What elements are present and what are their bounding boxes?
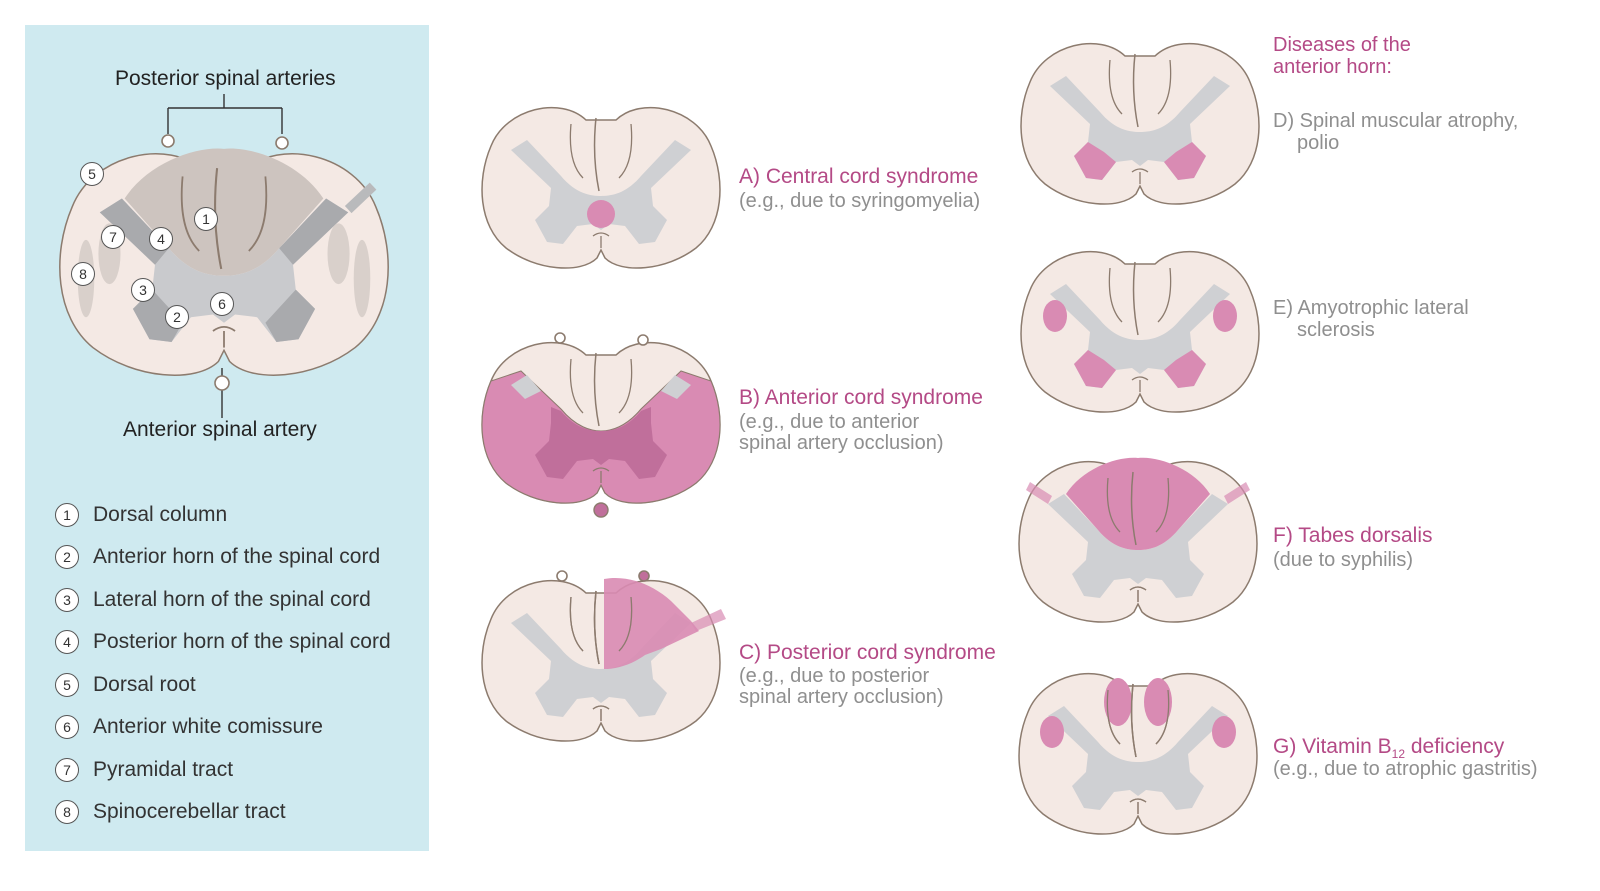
- legend-item: 2 Anterior horn of the spinal cord: [55, 542, 380, 572]
- c-posterior-artery-left: [556, 570, 568, 582]
- syndrome-b-cause-line1: (e.g., due to anterior: [739, 411, 920, 433]
- syndrome-b-cause-line2: spinal artery occlusion): [739, 432, 944, 454]
- cord-g-b12: [1019, 674, 1257, 834]
- main-cord-diagram: [59, 148, 389, 376]
- legend-item: 1 Dorsal column: [55, 500, 227, 530]
- cord-c-posterior: [482, 577, 726, 741]
- legend-number: 7: [55, 758, 79, 782]
- syndrome-c-title: C) Posterior cord syndrome: [739, 641, 996, 664]
- marker-1: 1: [194, 207, 218, 231]
- legend-label: Lateral horn of the spinal cord: [93, 588, 371, 611]
- marker-5: 5: [80, 162, 104, 186]
- cord-e-als: [1021, 252, 1259, 412]
- b-posterior-artery-right: [637, 334, 649, 346]
- posterior-artery-right: [275, 136, 289, 150]
- syndrome-d-title: D) Spinal muscular atrophy,: [1273, 110, 1519, 132]
- legend-label: Posterior horn of the spinal cord: [93, 630, 391, 653]
- syndrome-c-cause-line2: spinal artery occlusion): [739, 686, 944, 708]
- syndrome-c-cause-line1: (e.g., due to posterior: [739, 665, 930, 687]
- syndrome-g-cause: (e.g., due to atrophic gastritis): [1273, 758, 1538, 780]
- legend-number: 3: [55, 588, 79, 612]
- posterior-artery-left: [161, 134, 175, 148]
- syndrome-g-title-post: deficiency: [1405, 735, 1505, 758]
- legend-label: Dorsal root: [93, 673, 196, 696]
- cord-f-tabes: [1019, 457, 1257, 622]
- anterior-horn-header-line1: Diseases of the: [1273, 34, 1411, 56]
- syndrome-d-title-line2: polio: [1297, 132, 1340, 154]
- cord-d-sma: [1021, 44, 1259, 204]
- legend-number: 2: [55, 545, 79, 569]
- syndrome-a-title: A) Central cord syndrome: [739, 165, 979, 188]
- anterior-horn-header-line2: anterior horn:: [1273, 56, 1392, 78]
- anterior-artery-label: Anterior spinal artery: [123, 418, 317, 441]
- legend-number: 8: [55, 800, 79, 824]
- b-anterior-artery-occluded: [593, 502, 609, 518]
- syndrome-f-cause: (due to syphilis): [1273, 549, 1414, 571]
- cord-a-central: [482, 108, 720, 268]
- cord-b-anterior: [481, 341, 721, 504]
- marker-6: 6: [210, 292, 234, 316]
- legend-number: 5: [55, 673, 79, 697]
- legend-item: 3 Lateral horn of the spinal cord: [55, 585, 371, 615]
- syndrome-e-title-line2: sclerosis: [1297, 319, 1375, 341]
- syndrome-b-title: B) Anterior cord syndrome: [739, 386, 983, 409]
- syndrome-g-title: G) Vitamin B12 deficiency: [1273, 736, 1504, 765]
- marker-2: 2: [165, 305, 189, 329]
- legend-label: Anterior white comissure: [93, 715, 323, 738]
- posterior-arteries-label: Posterior spinal arteries: [115, 67, 336, 90]
- legend-label: Dorsal column: [93, 503, 228, 526]
- legend-item: 4 Posterior horn of the spinal cord: [55, 627, 391, 657]
- legend-label: Pyramidal tract: [93, 758, 234, 781]
- legend-item: 8 Spinocerebellar tract: [55, 797, 286, 827]
- syndrome-g-title-sub: 12: [1391, 747, 1406, 762]
- marker-8: 8: [71, 262, 95, 286]
- legend-number: 1: [55, 503, 79, 527]
- legend-item: 6 Anterior white comissure: [55, 712, 323, 742]
- legend-item: 7 Pyramidal tract: [55, 755, 233, 785]
- syndrome-a-cause: (e.g., due to syringomyelia): [739, 190, 981, 212]
- legend-label: Anterior horn of the spinal cord: [93, 545, 381, 568]
- legend-label: Spinocerebellar tract: [93, 800, 286, 823]
- syndrome-g-title-pre: G) Vitamin B: [1273, 735, 1392, 758]
- anterior-artery: [214, 375, 230, 391]
- marker-3: 3: [131, 278, 155, 302]
- b-posterior-artery-left: [554, 332, 566, 344]
- legend-item: 5 Dorsal root: [55, 670, 196, 700]
- legend-number: 4: [55, 630, 79, 654]
- legend-number: 6: [55, 715, 79, 739]
- syndrome-f-title: F) Tabes dorsalis: [1273, 524, 1433, 547]
- syndrome-e-title: E) Amyotrophic lateral: [1273, 297, 1469, 319]
- marker-7: 7: [101, 225, 125, 249]
- marker-4: 4: [149, 227, 173, 251]
- c-posterior-artery-right-occluded: [638, 570, 650, 582]
